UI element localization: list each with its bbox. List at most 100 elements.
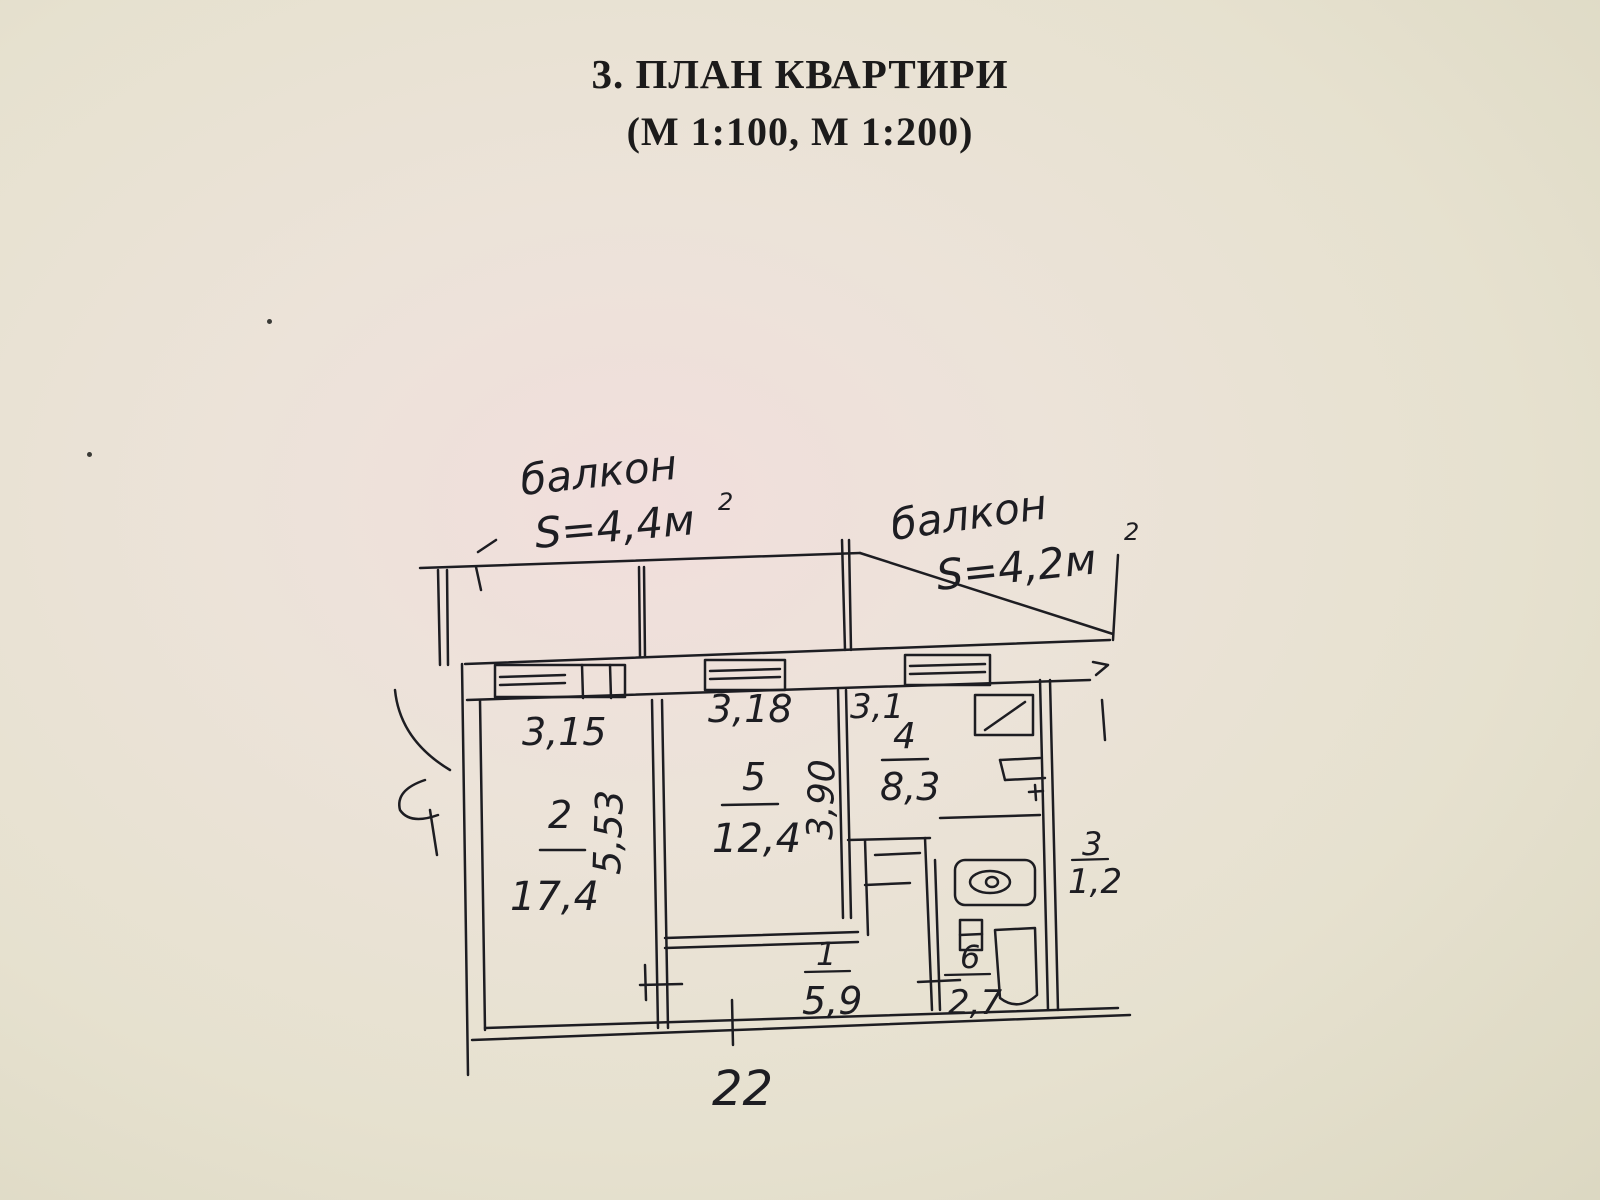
window-pane [708,667,782,673]
exterior-wall-top [463,638,1112,702]
scale-subtitle: (М 1:100, М 1:200) [626,109,974,154]
room-3-fraction-line [1070,857,1110,862]
balcony-divider [642,565,647,659]
window-right [903,653,992,687]
washbasin-bowl [968,869,1012,895]
window-pane [908,670,987,676]
room-4-annotation: 3,1 4 8,3 [850,687,940,809]
partition-room4-hall [846,836,932,842]
room-5-annotation: 3,18 5 12,4 3,90 [708,687,844,862]
kitchen-sink [998,758,1007,782]
room-6-annotation: 6 2,7 [943,938,1002,1023]
room-4-width: 3,1 [850,687,904,727]
wall-line [463,638,1112,666]
door-handle-sketch [398,778,440,821]
room-1-number: 1 [816,935,836,973]
sink-mark [1027,789,1045,794]
window-middle [703,658,787,692]
hall-niche [873,851,922,857]
room-4-fraction-line [880,757,930,762]
right-wall [1048,678,1060,1012]
window-pane [908,662,987,668]
partition-room5-room4 [836,688,845,920]
kitchen-sink [1003,776,1047,782]
balcony-side-wall [436,568,442,667]
pen-tick [476,538,498,554]
interior-walls [638,688,1042,1047]
stove-mark [983,700,1027,732]
door-swing [393,688,452,772]
window-pane [498,673,567,679]
left-outer-wall [460,662,470,1077]
door-jamb [428,808,439,857]
partition-room4-bath [938,813,1042,820]
partition-bath [933,858,942,1012]
balcony-left-area: S=4,4м [533,495,697,558]
bottom-outer-wall [470,1013,1132,1042]
balcony-divider [840,538,847,652]
room-5-fraction-line [720,802,780,807]
room-5-length: 3,90 [800,759,844,841]
balcony-right-labels: балкон S=4,2м 2 [888,480,1140,600]
right-wall [1038,678,1050,1012]
paper-speck [87,452,92,457]
kitchen-sink [998,756,1042,762]
outer-walls [393,662,1132,1077]
room-2-area: 17,4 [510,874,599,920]
window-frame [903,653,992,687]
balcony-divider [847,538,853,652]
hall-niche [863,881,912,887]
door-mark [643,963,648,1002]
partition-room2-room5 [660,698,670,1030]
room-1-area: 5,9 [802,979,862,1023]
balcony-rail-end [1111,553,1120,642]
room-3-number: 3 [1082,825,1102,863]
partition-room5-room4 [844,688,853,920]
room-6-fraction-line [943,972,992,977]
washbasin [953,858,1037,907]
balcony-structure [418,538,1120,667]
room-3-area: 1,2 [1068,862,1122,902]
room-2-number: 2 [548,793,572,837]
partition-bath [923,836,934,1012]
partition-room5-hall [663,940,860,950]
room-4-area: 8,3 [880,765,940,809]
room-5-number: 5 [742,755,766,799]
door-mark [916,978,962,984]
room-5-area: 12,4 [712,816,801,862]
balcony-side-wall [445,568,450,667]
window-mullion [608,663,613,700]
balcony-left-labels: балкон S=4,4м 2 [518,440,733,558]
bottom-inner-wall [483,1006,1120,1030]
paper-speck [267,319,272,324]
room-6-number: 6 [960,938,980,976]
room-1-annotation: 1 5,9 [802,935,862,1023]
room-2-length: 5,53 [585,789,632,875]
balcony-outer-edge-right [858,551,1115,636]
hall-niche [863,838,870,937]
balcony-right-label: балкон [888,480,1050,550]
toilet-mark [958,932,984,937]
balcony-right-area-unit-sup: 2 [1124,518,1139,546]
room-3-annotation: 3 1,2 [1068,825,1122,902]
balcony-outer-edge-left [418,551,862,570]
room-5-width: 3,18 [708,687,793,731]
balcony-left-label: балкон [518,440,679,505]
room-4-number: 4 [893,716,916,757]
balcony-divider [637,565,642,659]
room-2-width: 3,15 [522,710,607,754]
partition-room5-hall [663,930,860,940]
window-frame [493,663,627,699]
right-wall-stub [1100,698,1107,742]
window-pane [708,675,782,681]
fixtures [953,693,1047,1006]
window-left [493,663,627,700]
bottom-dimension-label: 22 [712,1061,773,1117]
bathtub [993,926,1039,1006]
balcony-right-area: S=4,2м [934,534,1099,599]
page-title: 3. ПЛАН КВАРТИРИ [591,51,1009,97]
washbasin-drain [984,875,1000,889]
room-1-fraction-line [803,969,852,974]
